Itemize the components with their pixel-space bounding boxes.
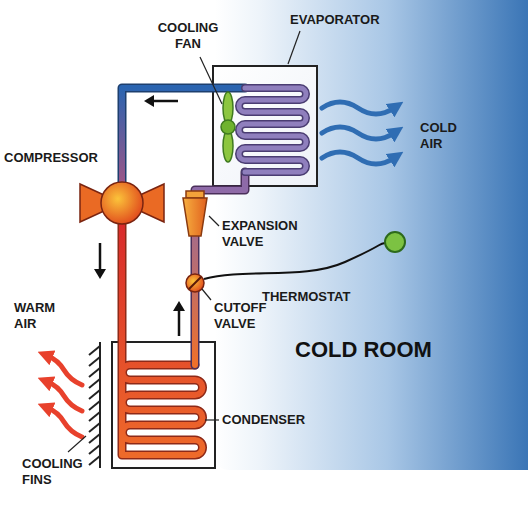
cooling-fins bbox=[89, 368, 100, 377]
part-label: COMPRESSOR bbox=[4, 150, 104, 166]
flow-arrow bbox=[99, 243, 102, 270]
leader-line bbox=[68, 436, 86, 452]
cooling-fins bbox=[89, 401, 100, 410]
refrigerant-pipe bbox=[122, 225, 203, 455]
part-label: COOLING FAN bbox=[152, 20, 224, 53]
leader-line bbox=[202, 289, 211, 300]
cold-air-arrows bbox=[322, 152, 394, 164]
cooling-fins bbox=[89, 390, 100, 399]
thermostat bbox=[385, 232, 405, 252]
cooling-fins bbox=[99, 342, 101, 468]
part-label: EXPANSION VALVE bbox=[222, 218, 306, 251]
cooling-fan bbox=[221, 120, 235, 134]
compressor bbox=[101, 182, 143, 224]
refrigerant-pipe bbox=[122, 225, 203, 455]
compressor bbox=[80, 182, 164, 224]
expansion-valve bbox=[186, 191, 204, 198]
cooling-fan bbox=[221, 92, 235, 162]
expansion-valve bbox=[183, 198, 207, 236]
warm-air-arrows bbox=[48, 356, 82, 385]
part-label: THERMOSTAT bbox=[262, 289, 366, 305]
warm-air-arrows bbox=[48, 382, 82, 411]
flow-arrow bbox=[94, 269, 106, 279]
refrigerant-pipe bbox=[122, 88, 245, 182]
leader-line bbox=[200, 57, 222, 104]
flow-arrow bbox=[152, 100, 178, 103]
flow-arrow bbox=[178, 310, 181, 336]
cooling-fins bbox=[89, 456, 100, 465]
warm-air-arrows bbox=[48, 408, 82, 437]
refrigerant-pipe bbox=[122, 88, 306, 455]
expansion-valve bbox=[183, 191, 207, 236]
flow-arrow bbox=[173, 301, 185, 311]
cold-air-arrows bbox=[322, 102, 394, 164]
cutoff-valve bbox=[186, 274, 204, 292]
leader-line bbox=[288, 31, 300, 64]
flow-arrow bbox=[144, 95, 154, 107]
cooling-fins bbox=[89, 423, 100, 432]
cold-air-arrows bbox=[322, 102, 394, 114]
region-title: COLD ROOM bbox=[295, 337, 432, 363]
cooling-fins bbox=[89, 445, 100, 454]
warm-air-arrows bbox=[48, 356, 82, 437]
cooling-fins bbox=[89, 379, 100, 388]
leader-line bbox=[205, 419, 219, 420]
cooling-fins bbox=[89, 434, 100, 443]
refrigerant-pipe bbox=[122, 88, 245, 182]
airflow-label: WARM AIR bbox=[14, 300, 68, 333]
cooling-fan bbox=[223, 130, 233, 162]
cooling-fins bbox=[89, 357, 100, 366]
part-label: COOLING FINS bbox=[22, 456, 92, 489]
cooling-fins bbox=[89, 346, 100, 355]
cooling-fan bbox=[223, 92, 233, 124]
cutoff-valve bbox=[186, 274, 204, 292]
refrigerant-pipe bbox=[239, 88, 306, 172]
refrigerant-pipe bbox=[239, 88, 306, 172]
leader-line bbox=[68, 31, 300, 452]
part-label: CUTOFF VALVE bbox=[214, 300, 276, 333]
airflow-label: COLD AIR bbox=[420, 120, 472, 153]
cold-air-arrows bbox=[322, 127, 394, 139]
cutoff-valve bbox=[189, 277, 201, 289]
flow-arrow bbox=[94, 95, 185, 336]
leader-line bbox=[209, 216, 219, 226]
cooling-fins bbox=[89, 342, 100, 468]
part-label: CONDENSER bbox=[222, 412, 326, 428]
cooling-fins bbox=[89, 412, 100, 421]
part-label: EVAPORATOR bbox=[290, 12, 400, 28]
